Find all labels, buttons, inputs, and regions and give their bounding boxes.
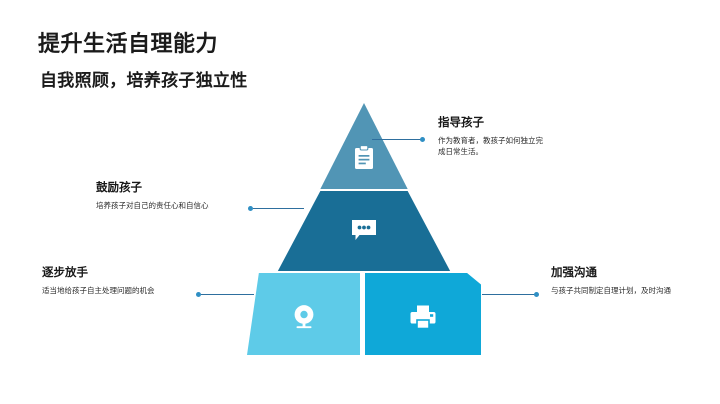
connector-line [253,208,304,209]
callout-description: 培养孩子对自己的责任心和自信心 [96,201,209,210]
callout-description: 与孩子共同制定自理计划，及时沟通 [551,286,671,295]
pyramid-level-bottom-right[interactable] [365,273,481,355]
pyramid-level-middle-shape [277,191,451,271]
connector-middle [248,205,304,211]
connector-bottom-right [482,291,540,297]
pyramid-level-bottom-left[interactable] [247,273,360,355]
connector-line [372,139,422,140]
callout-title: 逐步放手 [42,267,88,279]
connector-dot [196,291,201,297]
connector-line [482,294,535,295]
pyramid-level-bottom-row [246,273,482,355]
connector-dot [420,136,425,142]
page-subtitle: 自我照顾，培养孩子独立性 [40,71,248,90]
callout-description: 适当地给孩子自主处理问题的机会 [42,286,155,295]
callout-encourage-child[interactable]: 鼓励孩子 培养孩子对自己的责任心和自信心 [96,181,228,211]
callout-let-go-gradually[interactable]: 逐步放手 适当地给孩子自主处理问题的机会 [42,266,174,296]
connector-line [201,294,254,295]
page-title: 提升生活自理能力 [38,31,219,56]
connector-top [372,136,426,142]
connector-bottom-left [196,291,254,297]
callout-title: 加强沟通 [551,267,597,279]
callout-guide-child[interactable]: 指导孩子 作为教育者，教孩子如何独立完成日常生活。 [438,116,550,157]
connector-dot [534,291,539,297]
callout-title: 鼓励孩子 [96,182,142,194]
callout-title: 指导孩子 [438,117,484,129]
pyramid-level-middle[interactable] [246,191,482,271]
connector-dot [248,205,253,211]
callout-description: 作为教育者，教孩子如何独立完成日常生活。 [438,136,543,156]
callout-strengthen-communication[interactable]: 加强沟通 与孩子共同制定自理计划，及时沟通 [551,266,675,296]
